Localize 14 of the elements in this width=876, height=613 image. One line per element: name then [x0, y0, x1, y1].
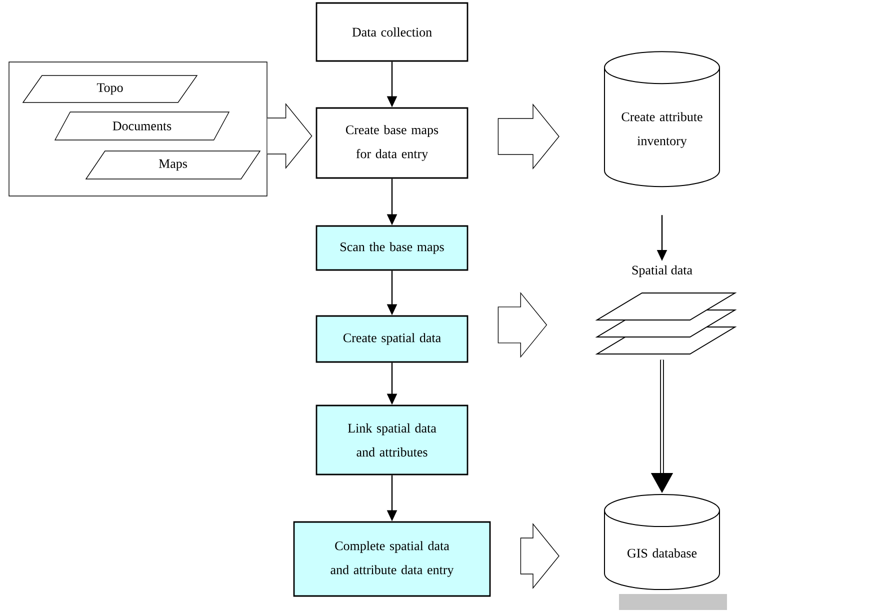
block-arrow — [498, 104, 560, 170]
process-box: Complete spatial data and attribute data entry — [293, 521, 491, 597]
database-cylinder: GIS database — [604, 494, 727, 610]
process-box: Link spatial data and attributes — [316, 404, 468, 476]
process-box: Scan the base maps — [316, 225, 468, 271]
process-box: Data collection — [316, 2, 468, 62]
process-box: Create spatial data — [316, 315, 468, 363]
node-label: Spatial data — [632, 265, 692, 278]
block-arrow — [498, 292, 548, 358]
block-arrow — [520, 523, 560, 589]
node-label: GIS database — [628, 548, 697, 558]
block-arrow — [267, 103, 312, 169]
process-box: Create base maps for data entry — [316, 107, 468, 179]
storage-cylinder: Create attribute inventory — [604, 51, 720, 188]
